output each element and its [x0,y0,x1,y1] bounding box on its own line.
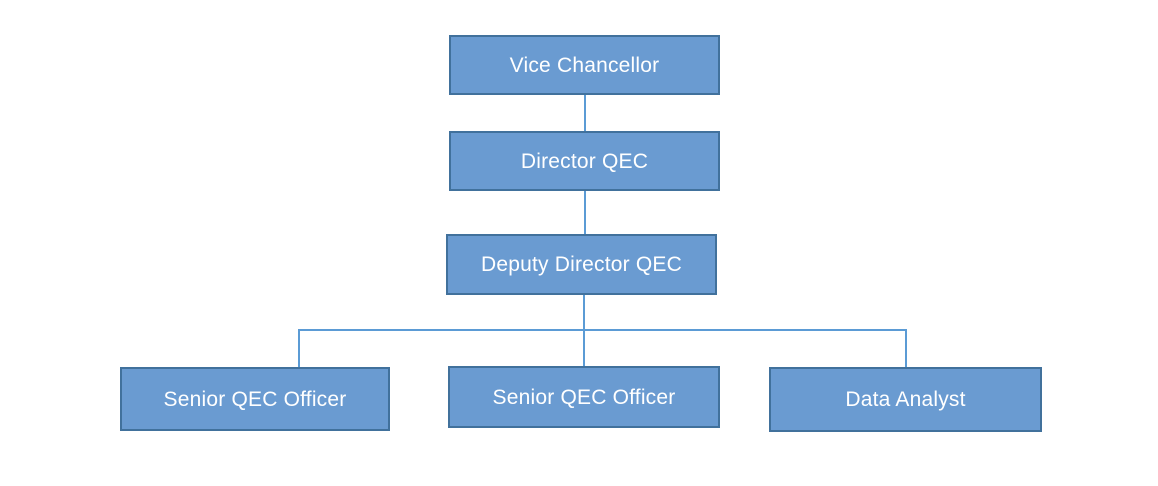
connector-director-to-deputy [584,191,586,234]
connector-bus-to-senior-officer-2 [583,329,585,366]
org-node-deputy-director-qec[interactable]: Deputy Director QEC [446,234,717,295]
org-node-director-qec[interactable]: Director QEC [449,131,720,191]
connector-vc-to-director [584,95,586,131]
org-node-senior-qec-officer-2[interactable]: Senior QEC Officer [448,366,720,428]
connector-bus-to-senior-officer-1 [298,329,300,367]
connector-bus-to-data-analyst [905,329,907,367]
org-node-senior-qec-officer-1[interactable]: Senior QEC Officer [120,367,390,431]
org-node-data-analyst[interactable]: Data Analyst [769,367,1042,432]
connector-deputy-trunk [583,295,585,329]
connector-horizontal-bus [298,329,906,331]
org-node-vice-chancellor[interactable]: Vice Chancellor [449,35,720,95]
